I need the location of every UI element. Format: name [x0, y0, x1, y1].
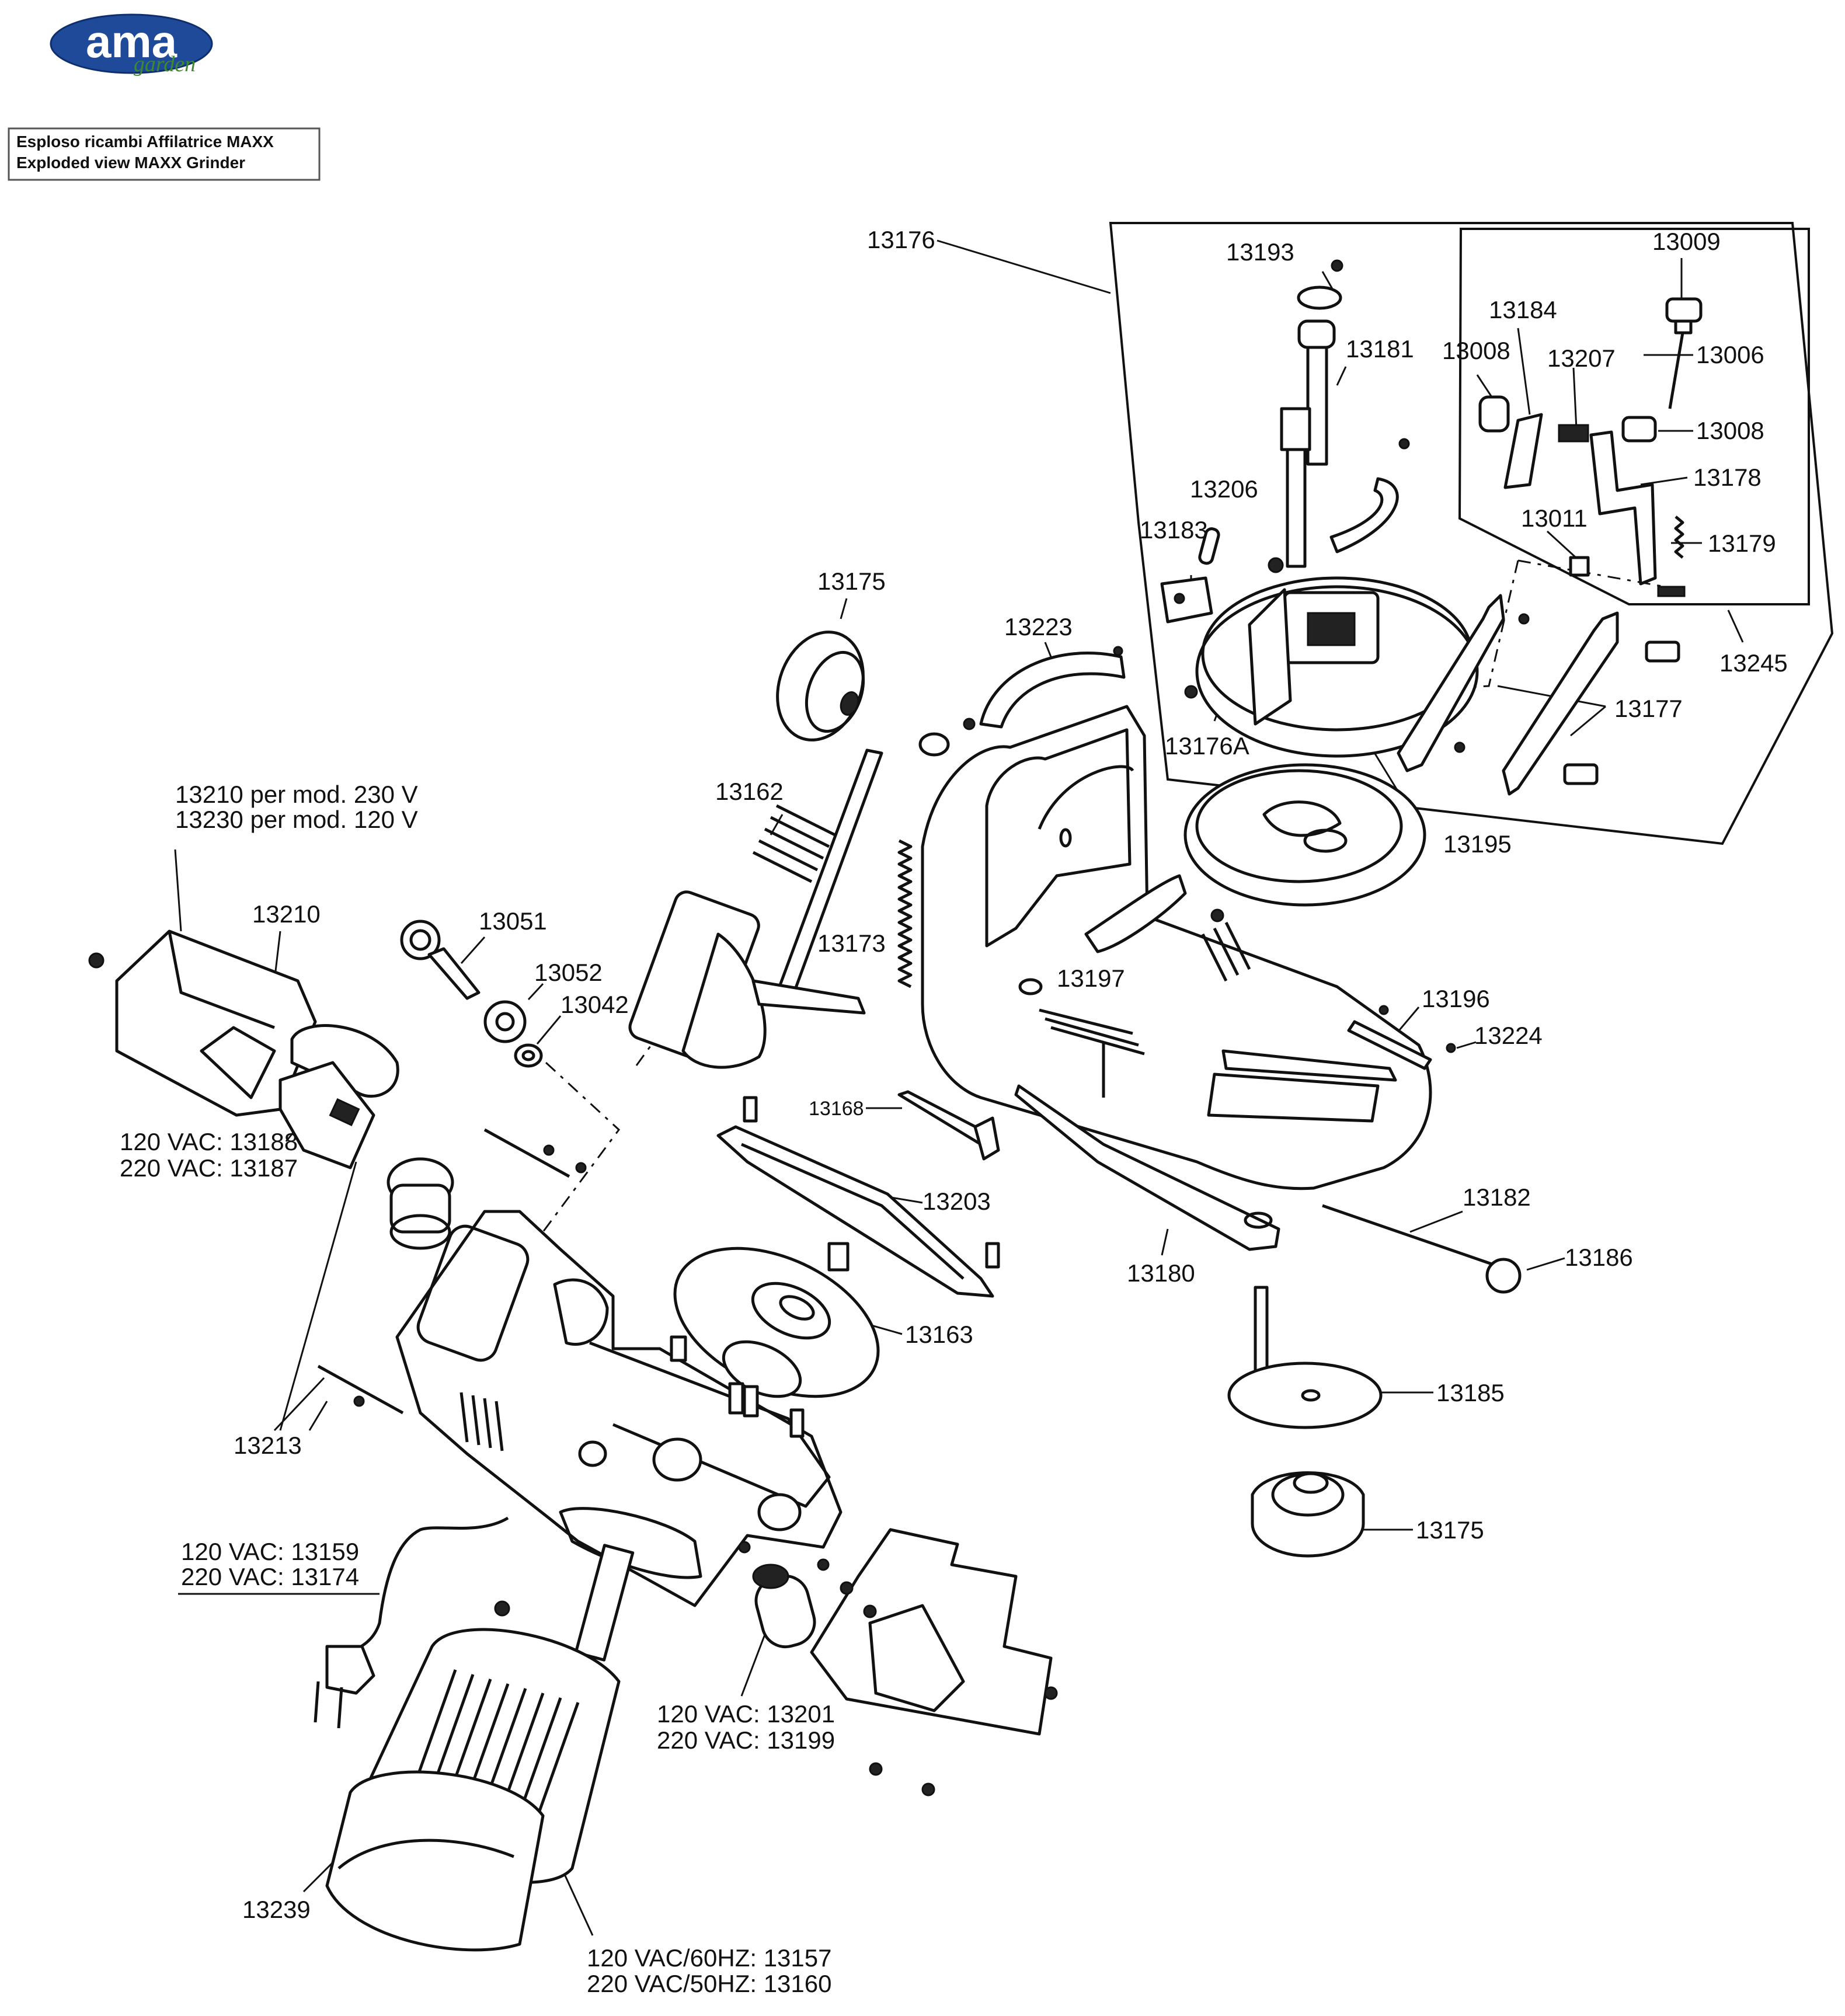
label-13195: 13195 — [1443, 830, 1512, 858]
label-13224: 13224 — [1474, 1022, 1543, 1049]
part-13159-power-cord — [314, 1516, 509, 1729]
part-13206-pin — [1198, 527, 1220, 565]
part-13180-arm — [1014, 1084, 1280, 1251]
label-13239: 13239 — [242, 1896, 311, 1923]
part-13182-rod — [1322, 1204, 1522, 1294]
label-13207: 13207 — [1547, 344, 1616, 372]
part-13052-bearing — [483, 1000, 527, 1043]
part-small-nut — [1398, 438, 1410, 450]
label-13223: 13223 — [1004, 613, 1073, 640]
label-13011: 13011 — [1521, 504, 1588, 532]
label-13230-120v: 13230 per mod. 120 V — [175, 806, 418, 833]
part-13193-washer — [1297, 259, 1343, 310]
label-13186: 13186 — [1565, 1244, 1633, 1271]
ama-logo: ama garden — [50, 13, 213, 76]
assembly-13245-frame — [1458, 228, 1810, 605]
part-13201-capacitor — [738, 1541, 830, 1649]
label-13180: 13180 — [1127, 1259, 1195, 1287]
label-13177: 13177 — [1614, 695, 1683, 722]
part-13223-cover — [963, 646, 1126, 730]
part-13175-knob-top — [776, 631, 865, 741]
part-13245-subassembly — [1478, 297, 1703, 597]
part-13177-arms — [1397, 594, 1680, 796]
label-13179: 13179 — [1708, 530, 1776, 557]
label-13210: 13210 — [252, 900, 321, 928]
part-connector — [387, 1157, 454, 1250]
title-english: Exploded view MAXX Grinder — [16, 154, 245, 172]
label-13178: 13178 — [1693, 464, 1762, 491]
label-13160: 220 VAC/50HZ: 13160 — [587, 1970, 832, 1997]
part-13042-ring — [514, 1043, 543, 1068]
part-terminal-plate — [810, 1528, 1058, 1796]
label-13199: 220 VAC: 13199 — [657, 1726, 835, 1754]
label-13203: 13203 — [922, 1188, 991, 1215]
label-13175-top: 13175 — [817, 567, 886, 595]
label-13245: 13245 — [1719, 649, 1788, 677]
label-13168: 13168 — [809, 1098, 864, 1120]
label-13009: 13009 — [1652, 228, 1721, 255]
label-13206: 13206 — [1190, 475, 1258, 503]
label-13176A: 13176A — [1165, 732, 1249, 760]
label-13174: 220 VAC: 13174 — [181, 1563, 359, 1590]
part-13176A-base — [1184, 557, 1479, 758]
label-13183: 13183 — [1140, 516, 1208, 544]
label-13052: 13052 — [534, 959, 603, 986]
part-13168-bolt — [897, 1090, 1000, 1161]
part-13051-bolt — [400, 920, 481, 1000]
part-13210-switch-box — [88, 929, 317, 1117]
label-13162: 13162 — [715, 778, 784, 805]
part-13157-motor — [325, 1544, 635, 1952]
part-washer-small — [918, 732, 950, 757]
label-13051: 13051 — [479, 907, 547, 935]
part-13196-link — [1347, 1005, 1456, 1070]
label-13182: 13182 — [1463, 1183, 1531, 1211]
label-13193: 13193 — [1226, 238, 1294, 266]
part-13163-disc — [670, 1242, 880, 1438]
label-13173: 13173 — [817, 929, 886, 957]
label-13197: 13197 — [1057, 965, 1125, 992]
part-13203-guard — [716, 1096, 1000, 1298]
label-13181: 13181 — [1346, 335, 1414, 363]
label-13157: 120 VAC/60HZ: 13157 — [587, 1944, 832, 1972]
part-13195-plate — [1183, 763, 1426, 907]
part-13213-rods — [317, 1128, 587, 1415]
label-13042: 13042 — [561, 991, 629, 1018]
part-main-body — [921, 705, 1432, 1190]
part-curved-clip — [1329, 477, 1399, 553]
label-13006: 13006 — [1696, 341, 1764, 368]
part-13162-shaft — [628, 748, 883, 1069]
part-13187-switch — [279, 1024, 399, 1169]
label-13210-230v: 13210 per mod. 230 V — [175, 781, 418, 808]
label-13159: 120 VAC: 13159 — [181, 1538, 359, 1565]
part-housing — [395, 1210, 843, 1607]
title-italian: Esploso ricambi Affilatrice MAXX — [16, 133, 274, 151]
label-13213: 13213 — [234, 1432, 302, 1459]
part-13185-foot — [1227, 1286, 1383, 1429]
label-13188: 120 VAC: 13188 — [120, 1128, 298, 1155]
part-labels: 13176 13193 13009 13184 13181 13008 1320… — [120, 226, 1788, 1997]
part-bolt-long — [1280, 407, 1311, 568]
logo-text: ama — [86, 16, 177, 67]
label-13176: 13176 — [867, 226, 935, 253]
part-13173-spring — [897, 839, 913, 988]
label-13184: 13184 — [1489, 296, 1557, 323]
label-13175-bottom: 13175 — [1416, 1516, 1484, 1544]
label-13185: 13185 — [1436, 1379, 1505, 1406]
label-13008-left: 13008 — [1442, 337, 1510, 364]
label-13163: 13163 — [905, 1321, 973, 1348]
part-13175-knob-bottom — [1251, 1471, 1365, 1558]
label-13196: 13196 — [1422, 985, 1490, 1012]
assembly-13176-frame — [1109, 222, 1834, 845]
title-box: Esploso ricambi Affilatrice MAXX Explode… — [8, 127, 321, 181]
logo-subtext: garden — [134, 52, 196, 76]
label-13187: 220 VAC: 13187 — [120, 1154, 298, 1182]
label-13201: 120 VAC: 13201 — [657, 1700, 835, 1728]
part-13183-block — [1160, 576, 1213, 624]
label-13008-right: 13008 — [1696, 417, 1764, 444]
